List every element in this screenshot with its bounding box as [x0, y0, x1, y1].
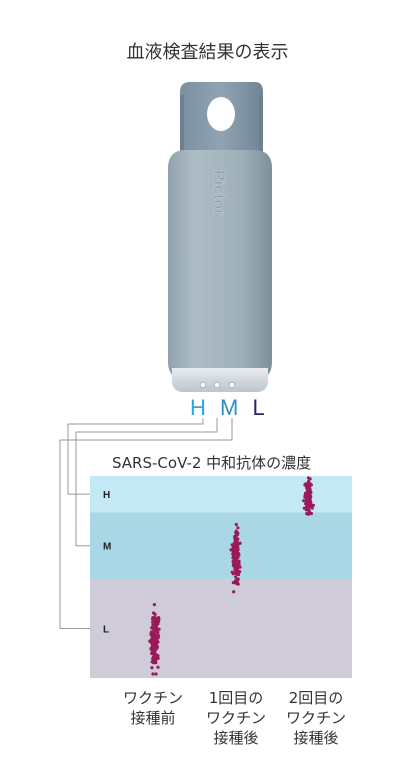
data-point [310, 505, 314, 509]
data-point [236, 563, 240, 567]
data-point [306, 507, 310, 511]
data-point [232, 580, 236, 585]
data-point [156, 665, 160, 669]
data-point [152, 635, 156, 639]
data-point [238, 570, 242, 574]
band-label-l: L [103, 625, 109, 636]
data-point [302, 499, 306, 503]
device-tab-hole [207, 97, 235, 131]
data-point [232, 558, 237, 563]
data-point [234, 544, 238, 548]
data-point [151, 620, 155, 624]
data-point [151, 651, 155, 655]
data-point [234, 571, 238, 575]
data-point [150, 666, 154, 670]
x-label-1: 1回目のワクチン接種後 [205, 689, 266, 747]
data-point [151, 639, 155, 643]
band-label-m: M [103, 542, 111, 553]
device-body [168, 150, 272, 380]
data-point [151, 647, 155, 651]
band-l [90, 579, 352, 678]
data-point [151, 672, 155, 676]
data-point [236, 526, 240, 530]
data-point [157, 627, 161, 631]
led-h [199, 381, 207, 389]
data-point [305, 490, 309, 494]
data-point [304, 494, 308, 499]
data-point [309, 511, 313, 516]
hml-label-m: M [220, 395, 241, 420]
data-point [154, 643, 158, 647]
data-point [232, 590, 236, 594]
page-title: 血液検査結果の表示 [126, 42, 289, 63]
x-label-2: 2回目のワクチン接種後 [285, 689, 346, 747]
data-point [234, 522, 238, 527]
data-point [232, 549, 236, 553]
band-label-h: H [103, 490, 110, 501]
data-point [157, 619, 161, 624]
led-m [213, 381, 221, 389]
data-point [306, 512, 311, 516]
data-point [157, 617, 161, 621]
data-point [149, 630, 154, 634]
data-point [230, 570, 234, 574]
data-point [235, 554, 239, 558]
data-point [154, 616, 158, 621]
x-label-0: ワクチン接種前 [122, 689, 183, 727]
data-point [151, 655, 156, 659]
data-point [155, 641, 159, 645]
data-point [233, 565, 237, 569]
connector-line-m [75, 418, 218, 547]
data-point [151, 623, 155, 627]
data-point [236, 531, 240, 535]
data-point [153, 625, 157, 629]
data-point [234, 550, 239, 554]
hml-indicator-labels: H M L [190, 395, 271, 421]
data-point [152, 659, 156, 663]
data-point [152, 629, 156, 633]
hml-label-l: L [252, 395, 267, 420]
data-point [152, 611, 156, 615]
test-device: Pictor [168, 82, 272, 392]
device-base [172, 368, 268, 392]
data-point [234, 546, 238, 550]
data-point [229, 548, 233, 552]
data-point [307, 499, 311, 503]
band-m [90, 512, 352, 580]
data-point [309, 495, 313, 499]
device-brand-label: Pictor [210, 170, 227, 215]
data-point [306, 476, 311, 480]
data-point [235, 539, 239, 543]
led-l [228, 381, 236, 389]
data-point [154, 672, 158, 676]
data-point [304, 484, 308, 488]
data-point [152, 603, 156, 607]
chart-title: SARS-CoV-2 中和抗体の濃度 [112, 454, 312, 472]
data-point [235, 578, 239, 582]
data-point [234, 575, 238, 579]
connector-line-h [67, 418, 204, 495]
data-point [231, 552, 236, 557]
data-point [308, 482, 312, 486]
data-point [237, 559, 241, 563]
data-point [154, 622, 158, 626]
hml-label-h: H [190, 395, 208, 420]
connector-line-l [59, 418, 233, 630]
data-point [149, 647, 153, 651]
